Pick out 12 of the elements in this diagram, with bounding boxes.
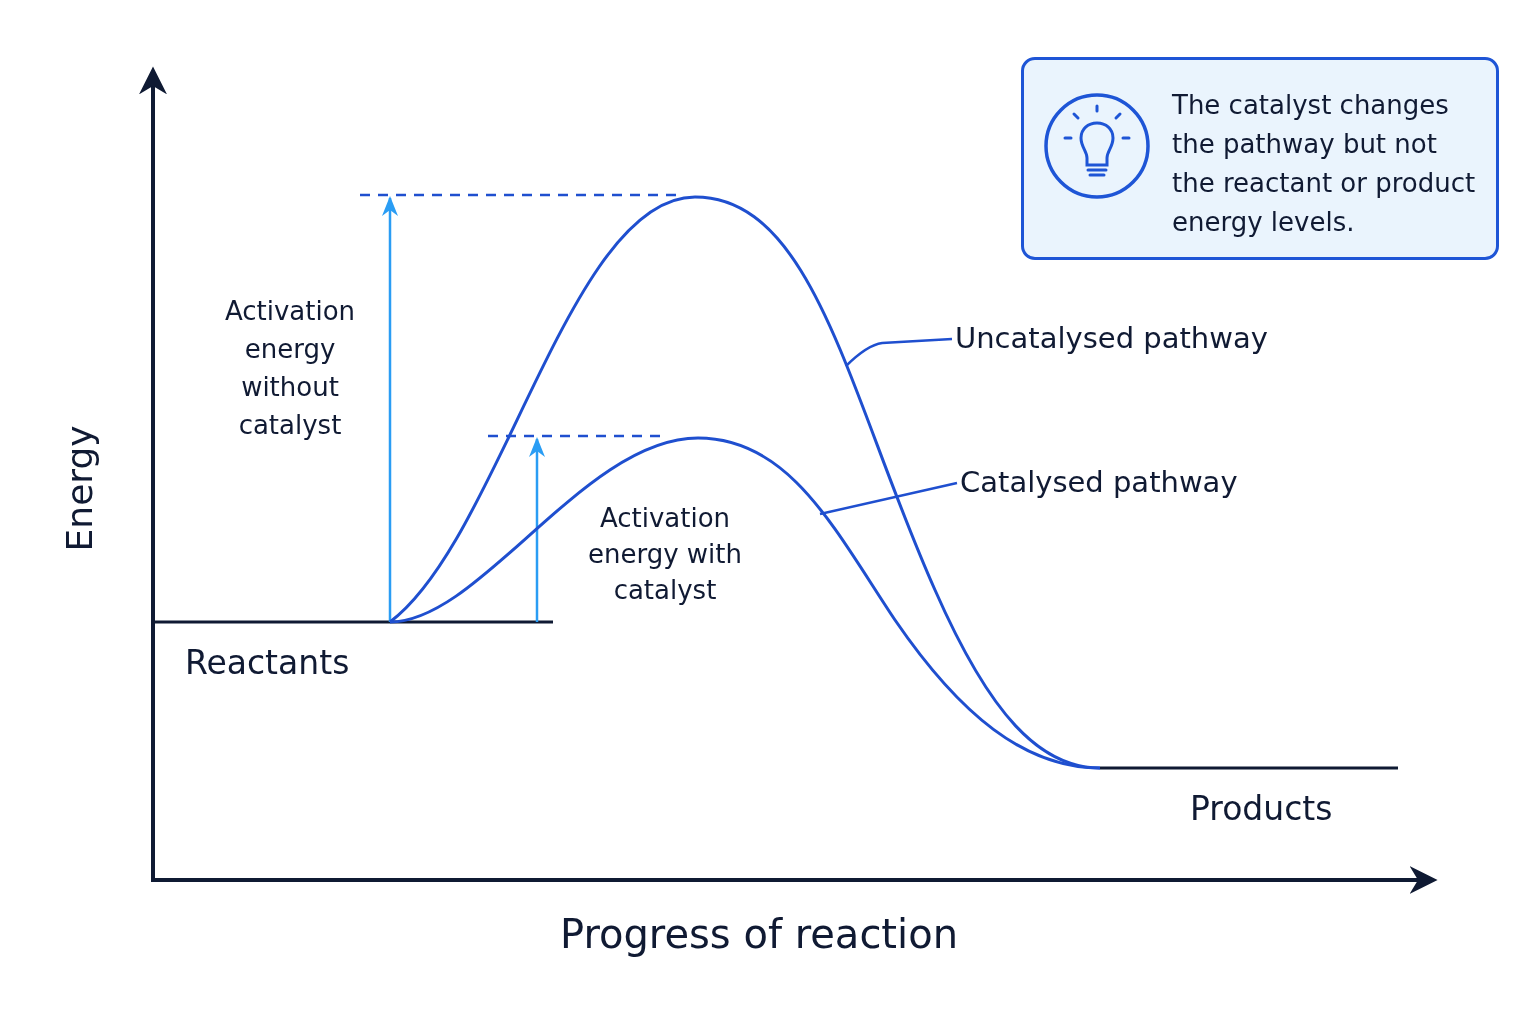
callout-box (1021, 57, 1499, 260)
dimension-label: Activation energy without catalyst (223, 295, 357, 442)
leader-line (819, 481, 958, 516)
curve-label: Catalysed pathway (960, 464, 1238, 502)
axis-title: Progress of reaction (560, 910, 958, 959)
callout-text: The catalyst changes the pathway but not the reactant or product energy levels. (1172, 89, 1477, 239)
level-label: Products (1190, 788, 1333, 830)
curve-label: Uncatalysed pathway (955, 320, 1268, 358)
leader-line (845, 337, 953, 367)
dimension-label: Activation energy with catalyst (587, 502, 743, 607)
level-label: Reactants (185, 642, 350, 684)
axis-title: Energy (57, 424, 101, 551)
